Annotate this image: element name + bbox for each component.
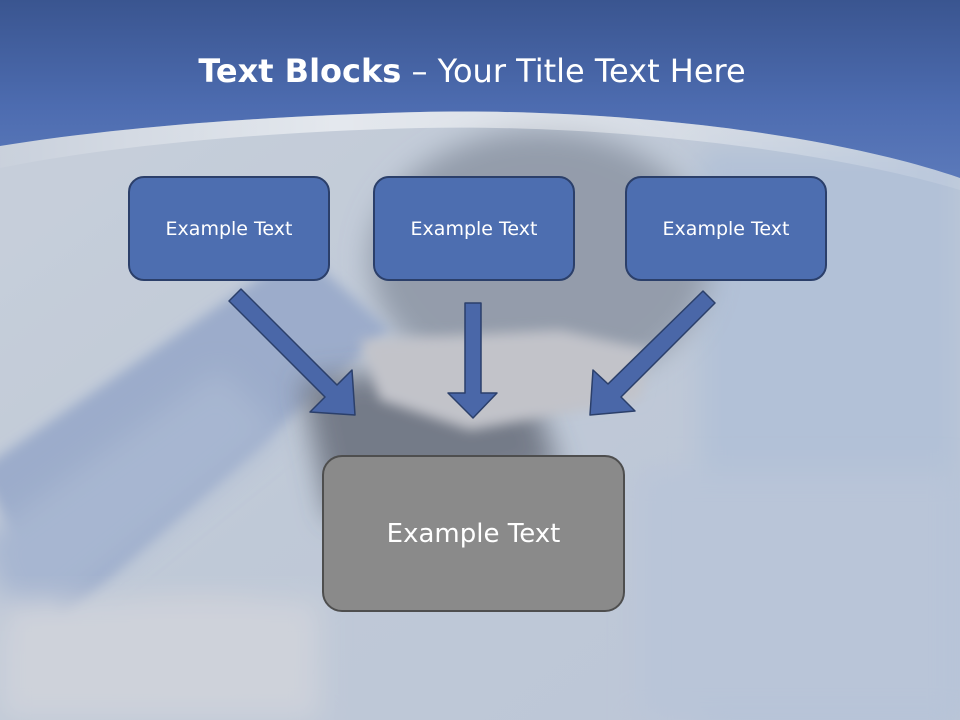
title-bold: Text Blocks xyxy=(198,52,402,90)
arrow-right xyxy=(589,290,716,416)
slide-title: Text Blocks – Your Title Text Here xyxy=(0,52,944,90)
title-rest: Your Title Text Here xyxy=(437,52,746,90)
target-text-block-label: Example Text xyxy=(386,518,561,549)
text-block-3-label: Example Text xyxy=(662,217,790,240)
target-text-block[interactable]: Example Text xyxy=(322,455,625,612)
header-band xyxy=(0,0,960,190)
arrow-center xyxy=(447,302,498,419)
title-separator: – xyxy=(401,52,438,90)
text-block-2-label: Example Text xyxy=(410,217,538,240)
text-block-1[interactable]: Example Text xyxy=(128,176,330,281)
text-block-3[interactable]: Example Text xyxy=(625,176,827,281)
text-block-2[interactable]: Example Text xyxy=(373,176,575,281)
arrow-left xyxy=(228,288,356,416)
text-block-1-label: Example Text xyxy=(165,217,293,240)
